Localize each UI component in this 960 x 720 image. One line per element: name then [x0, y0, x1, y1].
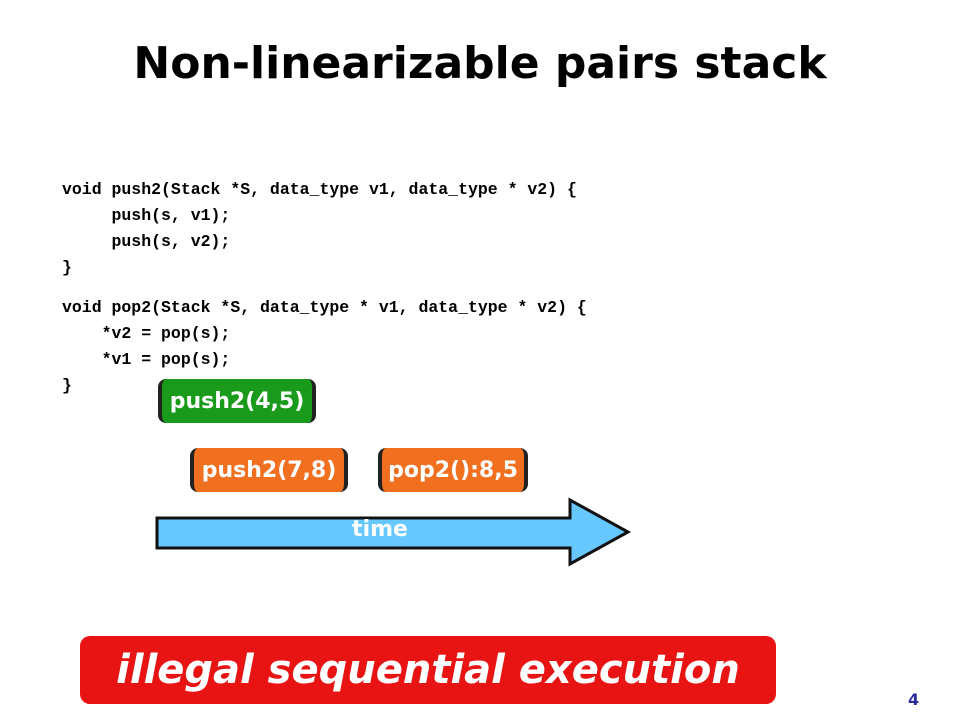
time-label: time	[352, 517, 408, 542]
code-block-pop2: void pop2(Stack *S, data_type * v1, data…	[62, 243, 587, 425]
operation-push2-7-8: push2(7,8)	[190, 448, 348, 492]
code-line: }	[62, 258, 72, 277]
page-number: 4	[908, 690, 920, 709]
operation-push2-4-5: push2(4,5)	[158, 379, 316, 423]
time-arrow-shape	[155, 497, 632, 567]
code-line: }	[62, 376, 72, 395]
verdict-text: illegal sequential execution	[116, 647, 740, 693]
code-line: *v2 = pop(s);	[62, 324, 231, 343]
code-line: push(s, v1);	[62, 206, 231, 225]
code-line: push(s, v2);	[62, 232, 231, 251]
code-line: void push2(Stack *S, data_type v1, data_…	[62, 180, 577, 199]
code-line: void pop2(Stack *S, data_type * v1, data…	[62, 298, 587, 317]
code-block-push2: void push2(Stack *S, data_type v1, data_…	[62, 125, 577, 307]
time-arrow	[155, 497, 632, 567]
code-line: *v1 = pop(s);	[62, 350, 231, 369]
operation-pop2: pop2():8,5	[378, 448, 528, 492]
slide-title: Non-linearizable pairs stack	[133, 38, 827, 89]
verdict-banner: illegal sequential execution	[80, 636, 776, 704]
